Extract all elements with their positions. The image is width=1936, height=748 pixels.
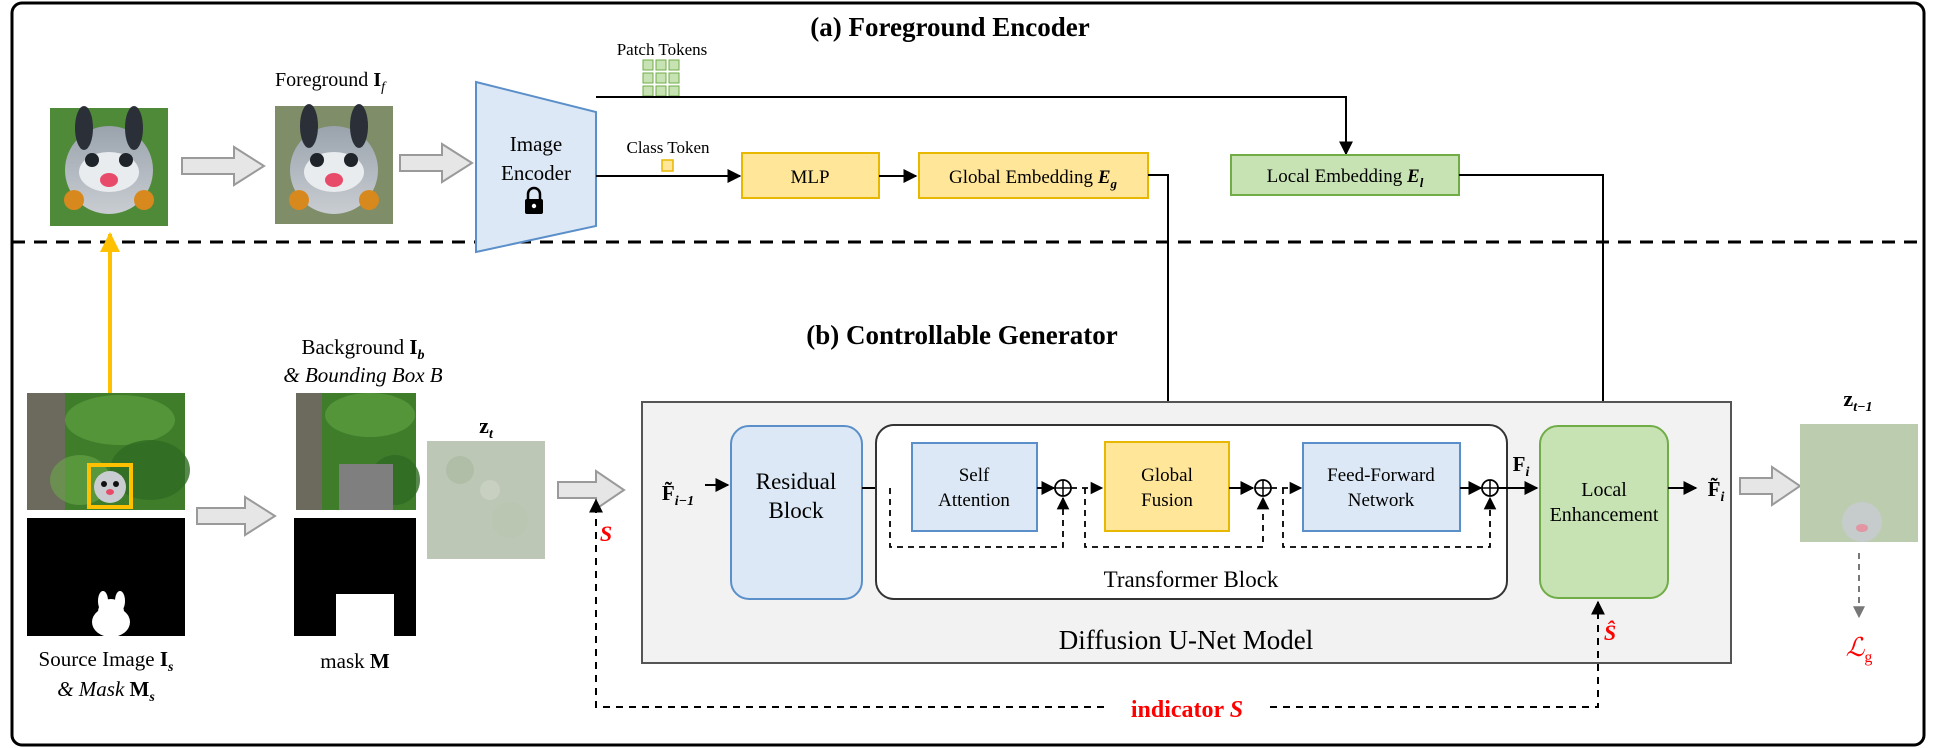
global-fusion-box [1104,441,1230,532]
self-attention-box [911,442,1038,532]
self-attention-label-2: Attention [938,490,1010,511]
skip-connection [1282,488,1497,548]
residual-label-2: Block [769,498,824,523]
ffn-label-1: Feed-Forward [1327,465,1435,486]
indicator-line-right [1270,600,1605,708]
self-attention-label-1: Self [959,465,990,486]
s-hat-label: Ŝ [1604,620,1616,645]
lock-icon [525,186,543,214]
flow-arrow [557,469,626,511]
source-image [27,393,190,510]
flow-arrow [399,142,474,184]
image-encoder [475,80,597,254]
denoised-latent-image [1800,424,1918,542]
fi-label: Fi [1513,452,1530,480]
transformer-block-label: Transformer Block [1104,567,1279,592]
global-fusion-label-2: Fusion [1141,490,1193,511]
residual-block [730,425,863,600]
patch-tokens-arrow [596,96,1353,156]
flow-arrow [1739,465,1802,507]
zt1-label: zt−1 [1843,386,1872,415]
ffn-box [1302,442,1461,532]
class-token-label: Class Token [626,138,710,157]
bbox-label: & Bounding Box B [283,363,442,387]
mlp-box [741,152,880,199]
local-enhancement-label-2: Enhancement [1550,504,1659,526]
skip-connection [1084,488,1270,548]
global-embedding-box [918,152,1149,199]
background-label: Background Ib [301,335,424,363]
local-embedding-label: Local Embedding El [1267,166,1424,190]
add-operator [1254,479,1272,497]
unet-label: Diffusion U-Net Model [1059,625,1313,655]
local-enhancement-box [1539,425,1669,599]
patch-tokens-grid [642,59,680,97]
image-encoder-label-1: Image [510,132,562,156]
skip-connection [889,488,1070,548]
noisy-latent-image [427,441,545,559]
source-crop-image [50,106,168,226]
s-indicator-label: S [600,521,612,546]
loss-label: ℒg [1846,633,1873,666]
mlp-label: MLP [790,167,829,188]
source-mask-label: & Mask Ms [57,677,155,705]
source-mask [27,518,185,637]
patch-tokens-label: Patch Tokens [617,40,708,59]
residual-label-1: Residual [756,469,837,494]
local-enhancement-label-1: Local [1581,479,1627,501]
flow-arrow [181,145,266,187]
background-image [296,393,420,510]
foreground-label: Foreground If [275,69,387,95]
global-embedding-arrow [1148,174,1175,442]
ffn-label-2: Network [1348,490,1415,511]
foreground-image [275,104,393,224]
flow-arrow [196,495,277,537]
indicator-label: indicator S [1131,697,1243,723]
generator-title: (b) Controllable Generator [806,320,1117,350]
mask-label: mask M [320,649,390,673]
source-label: Source Image Is [39,647,174,675]
local-embedding-arrow [1459,174,1610,426]
local-embedding-box [1230,154,1460,196]
zt-label: zt [479,413,494,442]
global-embedding-label: Global Embedding Eg [949,167,1118,191]
add-operator [1481,479,1499,497]
encoder-title: (a) Foreground Encoder [810,12,1090,42]
f-output-label: F̃i [1708,477,1725,505]
add-operator [1054,479,1072,497]
mask-image [294,518,416,636]
f-input-label: F̃i−1 [662,481,694,509]
class-token-square [661,159,674,172]
global-fusion-label-1: Global [1141,465,1193,486]
indicator-line-left [589,498,1104,708]
image-encoder-label-2: Encoder [501,161,571,185]
